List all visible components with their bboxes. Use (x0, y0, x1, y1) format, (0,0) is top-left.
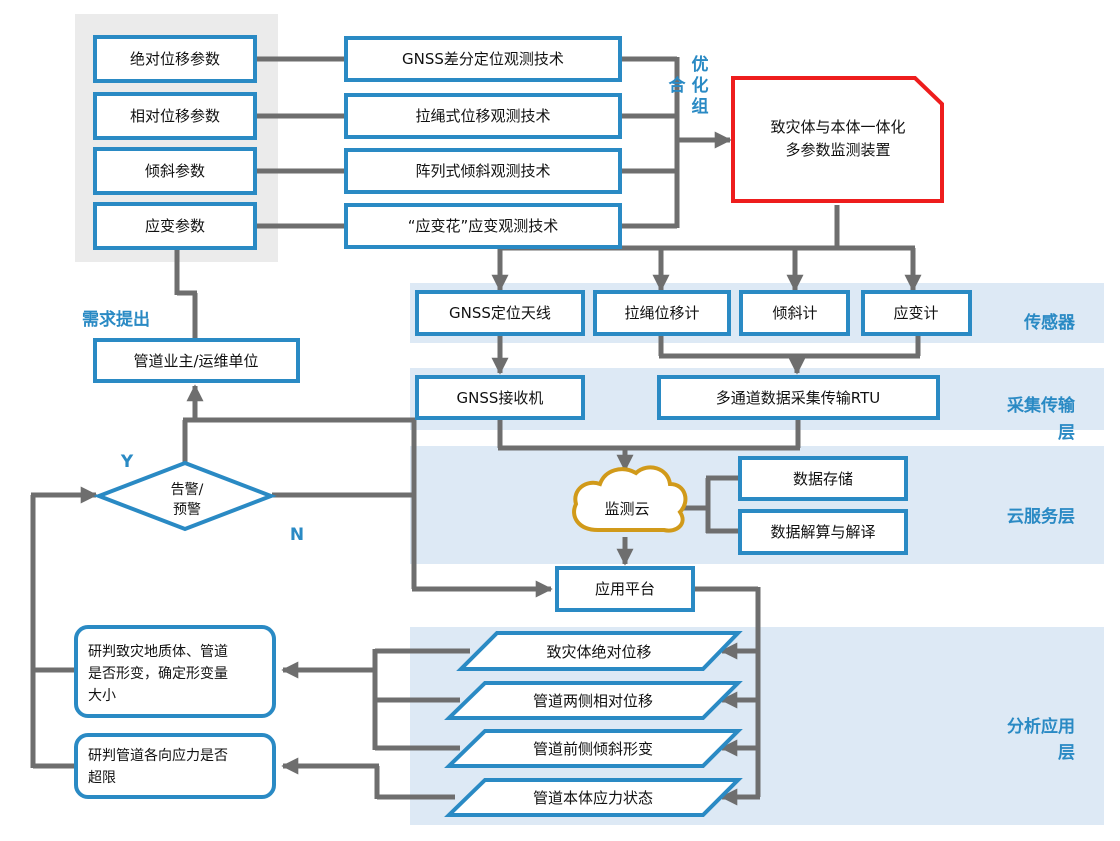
demand-label: 需求提出 (82, 309, 150, 330)
device-label-line-2: 多参数监测装置 (785, 141, 890, 159)
output-label-4: 管道本体应力状态 (533, 789, 653, 807)
platform-label: 应用平台 (595, 580, 655, 598)
param-box-2: 相对位移参数 (93, 92, 257, 140)
technique-box-2: 拉绳式位移观测技术 (344, 93, 622, 139)
technique-box-1: GNSS差分定位观测技术 (344, 36, 622, 82)
collector-box-rtu: 多通道数据采集传输RTU (657, 375, 940, 420)
sensor-box-cable-displacement: 拉绳位移计 (593, 290, 731, 336)
judgement-2-line-2: 超限 (88, 770, 116, 786)
sensor-layer-label: 传感器 (1023, 312, 1076, 333)
judgement-1-line-2: 是否形变，确定形变量 (88, 666, 228, 682)
owner-box: 管道业主/运维单位 (93, 338, 300, 383)
param-box-3: 倾斜参数 (93, 147, 257, 195)
cloud-layer-label: 云服务层 (1007, 506, 1075, 527)
device-label-line-1: 致灾体与本体一体化 (770, 118, 905, 136)
param-label-4: 应变参数 (145, 217, 205, 235)
output-box-2: 管道两侧相对位移 (444, 681, 743, 720)
technique-label-4: “应变花”应变观测技术 (408, 217, 559, 235)
technique-label-2: 拉绳式位移观测技术 (415, 107, 550, 125)
judgement-1-line-3: 大小 (88, 688, 116, 704)
platform-box: 应用平台 (555, 566, 695, 612)
service-box-solve: 数据解算与解译 (738, 509, 908, 555)
judgement-2-line-1: 研判管道各向应力是否 (88, 747, 228, 764)
sensor-box-inclinometer: 倾斜计 (739, 290, 850, 336)
service-label-2: 数据解算与解译 (770, 523, 875, 541)
collect-layer-label-2: 层 (1058, 423, 1075, 443)
judgement-1-line-1: 研判致灾地质体、管道 (88, 643, 228, 660)
owner-label: 管道业主/运维单位 (133, 352, 258, 370)
alarm-decision-diamond: 告警/ 预警 (93, 460, 277, 532)
param-box-1: 绝对位移参数 (93, 35, 257, 83)
collector-label-2: 多通道数据采集传输RTU (716, 389, 880, 407)
branch-no-label: N (290, 525, 304, 545)
output-label-2: 管道两侧相对位移 (533, 692, 653, 710)
output-label-1: 致灾体绝对位移 (546, 643, 651, 661)
output-box-1: 致灾体绝对位移 (456, 631, 743, 671)
optimize-label-3: 组 (692, 96, 709, 117)
monitoring-device-box: 致灾体与本体一体化 多参数监测装置 (731, 76, 944, 203)
judgement-box-deformation: 研判致灾地质体、管道 是否形变，确定形变量 大小 (74, 625, 276, 718)
collector-box-gnss-receiver: GNSS接收机 (415, 375, 585, 420)
output-box-4: 管道本体应力状态 (444, 778, 743, 817)
sensor-box-gnss-antenna: GNSS定位天线 (415, 290, 585, 336)
collector-label-1: GNSS接收机 (457, 389, 544, 407)
monitoring-cloud-icon: 监测云 (572, 465, 688, 533)
service-box-storage: 数据存储 (738, 456, 908, 501)
sensor-label-2: 拉绳位移计 (624, 304, 699, 322)
optimize-label-2: 化 (692, 75, 709, 96)
sensor-label-1: GNSS定位天线 (449, 304, 551, 322)
optimize-label-4: 合 (669, 75, 687, 96)
sensor-box-strain-gauge: 应变计 (861, 290, 972, 336)
alarm-label-line-2: 预警 (173, 502, 201, 518)
param-label-1: 绝对位移参数 (130, 50, 220, 68)
alarm-label-line-1: 告警/ (171, 482, 204, 498)
output-label-3: 管道前侧倾斜形变 (533, 740, 653, 758)
branch-yes-label: Y (120, 452, 134, 472)
technique-label-3: 阵列式倾斜观测技术 (415, 162, 550, 180)
judgement-box-stress: 研判管道各向应力是否 超限 (74, 733, 276, 799)
optimize-label-1: 优 (692, 54, 709, 75)
param-label-2: 相对位移参数 (130, 107, 220, 125)
param-label-3: 倾斜参数 (145, 162, 205, 180)
sensor-label-3: 倾斜计 (772, 304, 817, 322)
technique-box-4: “应变花”应变观测技术 (344, 203, 622, 249)
cloud-label: 监测云 (604, 500, 649, 518)
param-box-4: 应变参数 (93, 202, 257, 250)
sensor-label-4: 应变计 (893, 304, 938, 322)
service-label-1: 数据存储 (793, 470, 853, 488)
analysis-layer-label-1: 分析应用 (1007, 716, 1075, 737)
analysis-layer-label-2: 层 (1058, 743, 1075, 763)
output-box-3: 管道前侧倾斜形变 (444, 729, 743, 768)
collect-layer-label-1: 采集传输 (1006, 395, 1076, 416)
technique-label-1: GNSS差分定位观测技术 (402, 50, 564, 68)
technique-box-3: 阵列式倾斜观测技术 (344, 148, 622, 194)
